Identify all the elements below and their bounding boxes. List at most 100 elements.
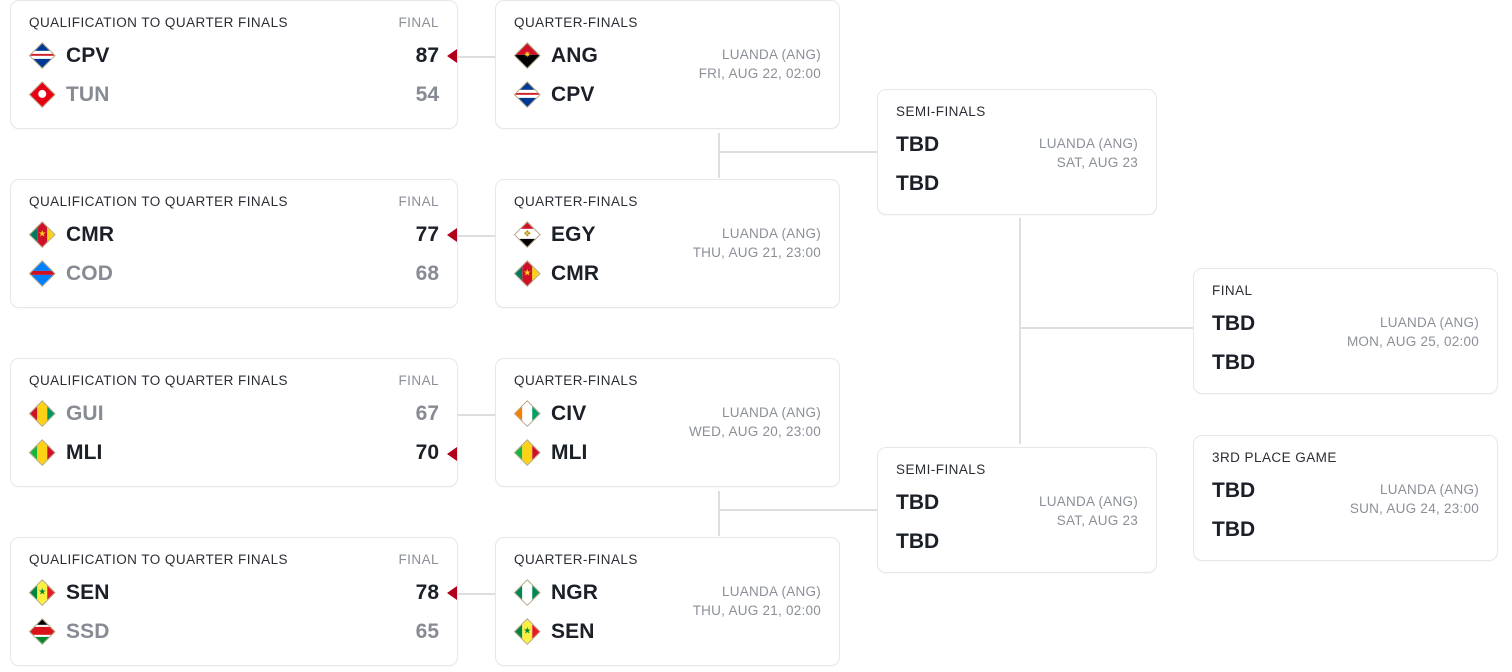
team-abbr: CPV	[551, 82, 595, 106]
round-label: QUARTER-FINALS	[514, 194, 638, 209]
table-row[interactable]: ★ SEN	[513, 612, 821, 651]
team-abbr: CMR	[66, 222, 115, 246]
team-abbr: TUN	[66, 82, 110, 106]
team: CPV	[28, 42, 416, 69]
team-abbr: TBD	[896, 490, 940, 514]
cape-verde-flag-icon	[28, 42, 56, 69]
match-meta: LUANDA (ANG) MON, AUG 25, 02:00	[1347, 313, 1479, 351]
team-abbr: NGR	[551, 580, 598, 604]
team-abbr: CIV	[551, 401, 587, 425]
team-rows: CPV 87 TUN 54	[11, 30, 457, 114]
cape-verde-flag-icon	[513, 81, 541, 108]
team: MLI	[513, 439, 821, 466]
card-header: QUALIFICATION TO QUARTER FINALS FINAL	[11, 180, 457, 209]
team: TUN	[28, 81, 416, 108]
senegal-flag-icon: ★	[513, 618, 541, 645]
table-row[interactable]: CPV 87	[28, 36, 439, 75]
team-abbr: CPV	[66, 43, 110, 67]
match-venue: LUANDA (ANG)	[1379, 482, 1479, 497]
team-abbr: TBD	[1212, 311, 1256, 335]
team: GUI	[28, 400, 416, 427]
table-row[interactable]: CIV	[513, 394, 821, 433]
winner-arrow-icon	[447, 49, 457, 63]
table-row[interactable]: MLI 70	[28, 433, 439, 472]
table-row[interactable]: NGR	[513, 573, 821, 612]
table-row[interactable]: ★ CMR	[513, 254, 821, 293]
table-row[interactable]: TBD	[1212, 510, 1479, 549]
team-rows: ❖ EGY ★ CMR	[496, 209, 839, 293]
team-rows: NGR ★ SEN	[496, 567, 839, 651]
table-row[interactable]: CPV	[513, 75, 821, 114]
qualification-card-2[interactable]: QUALIFICATION TO QUARTER FINALS FINAL ★ …	[10, 179, 458, 308]
table-row[interactable]: TBD	[896, 483, 1138, 522]
card-header: SEMI-FINALS	[878, 90, 1156, 119]
third-place-card[interactable]: 3RD PLACE GAME TBD TBD LUANDA (ANG) SUN,…	[1193, 435, 1498, 561]
match-venue: LUANDA (ANG)	[1379, 315, 1479, 330]
connector-qf34-horizontal	[718, 509, 877, 511]
senegal-flag-icon: ★	[28, 579, 56, 606]
team-rows: ★ CMR 77 COD 68	[11, 209, 457, 293]
card-header: 3RD PLACE GAME	[1194, 436, 1497, 465]
match-datetime: SAT, AUG 23	[1056, 513, 1138, 528]
quarterfinal-card-3[interactable]: QUARTER-FINALS CIV MLI LUANDA (ANG) WED,…	[495, 358, 840, 487]
cameroon-flag-icon: ★	[513, 260, 541, 287]
card-header: FINAL	[1194, 269, 1497, 298]
semifinal-card-1[interactable]: SEMI-FINALS TBD TBD LUANDA (ANG) SAT, AU…	[877, 89, 1157, 215]
match-meta: LUANDA (ANG) SUN, AUG 24, 23:00	[1350, 480, 1479, 518]
dr-congo-flag-icon	[28, 260, 56, 287]
final-card[interactable]: FINAL TBD TBD LUANDA (ANG) MON, AUG 25, …	[1193, 268, 1498, 394]
team: ★ CMR	[513, 260, 821, 287]
table-row[interactable]: TBD	[1212, 304, 1479, 343]
quarterfinal-card-2[interactable]: QUARTER-FINALS ❖ EGY ★ CMR LUANDA (ANG) …	[495, 179, 840, 308]
round-label: QUARTER-FINALS	[514, 373, 638, 388]
egypt-flag-icon: ❖	[513, 221, 541, 248]
qualification-card-4[interactable]: QUALIFICATION TO QUARTER FINALS FINAL ★ …	[10, 537, 458, 666]
table-row[interactable]: ✷ ANG	[513, 36, 821, 75]
round-label: QUALIFICATION TO QUARTER FINALS	[29, 194, 288, 209]
team-abbr: GUI	[66, 401, 104, 425]
team-abbr: TBD	[896, 171, 940, 195]
table-row[interactable]: TBD	[896, 125, 1138, 164]
match-venue: LUANDA (ANG)	[721, 226, 821, 241]
table-row[interactable]: MLI	[513, 433, 821, 472]
team-abbr: EGY	[551, 222, 596, 246]
table-row[interactable]: ★ SEN 78	[28, 573, 439, 612]
quarterfinal-card-4[interactable]: QUARTER-FINALS NGR ★ SEN LUANDA (ANG) TH…	[495, 537, 840, 666]
match-meta: LUANDA (ANG) THU, AUG 21, 02:00	[693, 582, 821, 620]
quarterfinal-card-1[interactable]: QUARTER-FINALS ✷ ANG CPV LUANDA (ANG) FR…	[495, 0, 840, 129]
table-row[interactable]: TBD	[1212, 471, 1479, 510]
match-venue: LUANDA (ANG)	[721, 405, 821, 420]
team-rows: ★ SEN 78 SSD 65	[11, 567, 457, 651]
team-score: 70	[415, 440, 439, 464]
round-label: SEMI-FINALS	[896, 462, 986, 477]
round-label: QUALIFICATION TO QUARTER FINALS	[29, 552, 288, 567]
table-row[interactable]: ❖ EGY	[513, 215, 821, 254]
match-meta: LUANDA (ANG) THU, AUG 21, 23:00	[693, 224, 821, 262]
round-label: FINAL	[1212, 283, 1253, 298]
team-abbr: TBD	[1212, 350, 1256, 374]
table-row[interactable]: GUI 67	[28, 394, 439, 433]
card-header: QUARTER-FINALS	[496, 359, 839, 388]
connector-qf12-horizontal	[718, 151, 877, 153]
round-label: SEMI-FINALS	[896, 104, 986, 119]
table-row[interactable]: ★ CMR 77	[28, 215, 439, 254]
team-abbr: TBD	[896, 529, 940, 553]
team-score: 77	[415, 222, 439, 246]
table-row[interactable]: TBD	[1212, 343, 1479, 382]
table-row[interactable]: SSD 65	[28, 612, 439, 651]
table-row[interactable]: TBD	[896, 522, 1138, 561]
card-header: QUALIFICATION TO QUARTER FINALS FINAL	[11, 538, 457, 567]
team-rows: TBD TBD	[1194, 298, 1497, 382]
semifinal-card-2[interactable]: SEMI-FINALS TBD TBD LUANDA (ANG) SAT, AU…	[877, 447, 1157, 573]
table-row[interactable]: COD 68	[28, 254, 439, 293]
qualification-card-1[interactable]: QUALIFICATION TO QUARTER FINALS FINAL CP…	[10, 0, 458, 129]
table-row[interactable]: TUN 54	[28, 75, 439, 114]
ivory-coast-flag-icon	[513, 400, 541, 427]
card-header: QUARTER-FINALS	[496, 180, 839, 209]
team-rows: TBD TBD	[1194, 465, 1497, 549]
nigeria-flag-icon	[513, 579, 541, 606]
table-row[interactable]: TBD	[896, 164, 1138, 203]
match-venue: LUANDA (ANG)	[1038, 494, 1138, 509]
qualification-card-3[interactable]: QUALIFICATION TO QUARTER FINALS FINAL GU…	[10, 358, 458, 487]
